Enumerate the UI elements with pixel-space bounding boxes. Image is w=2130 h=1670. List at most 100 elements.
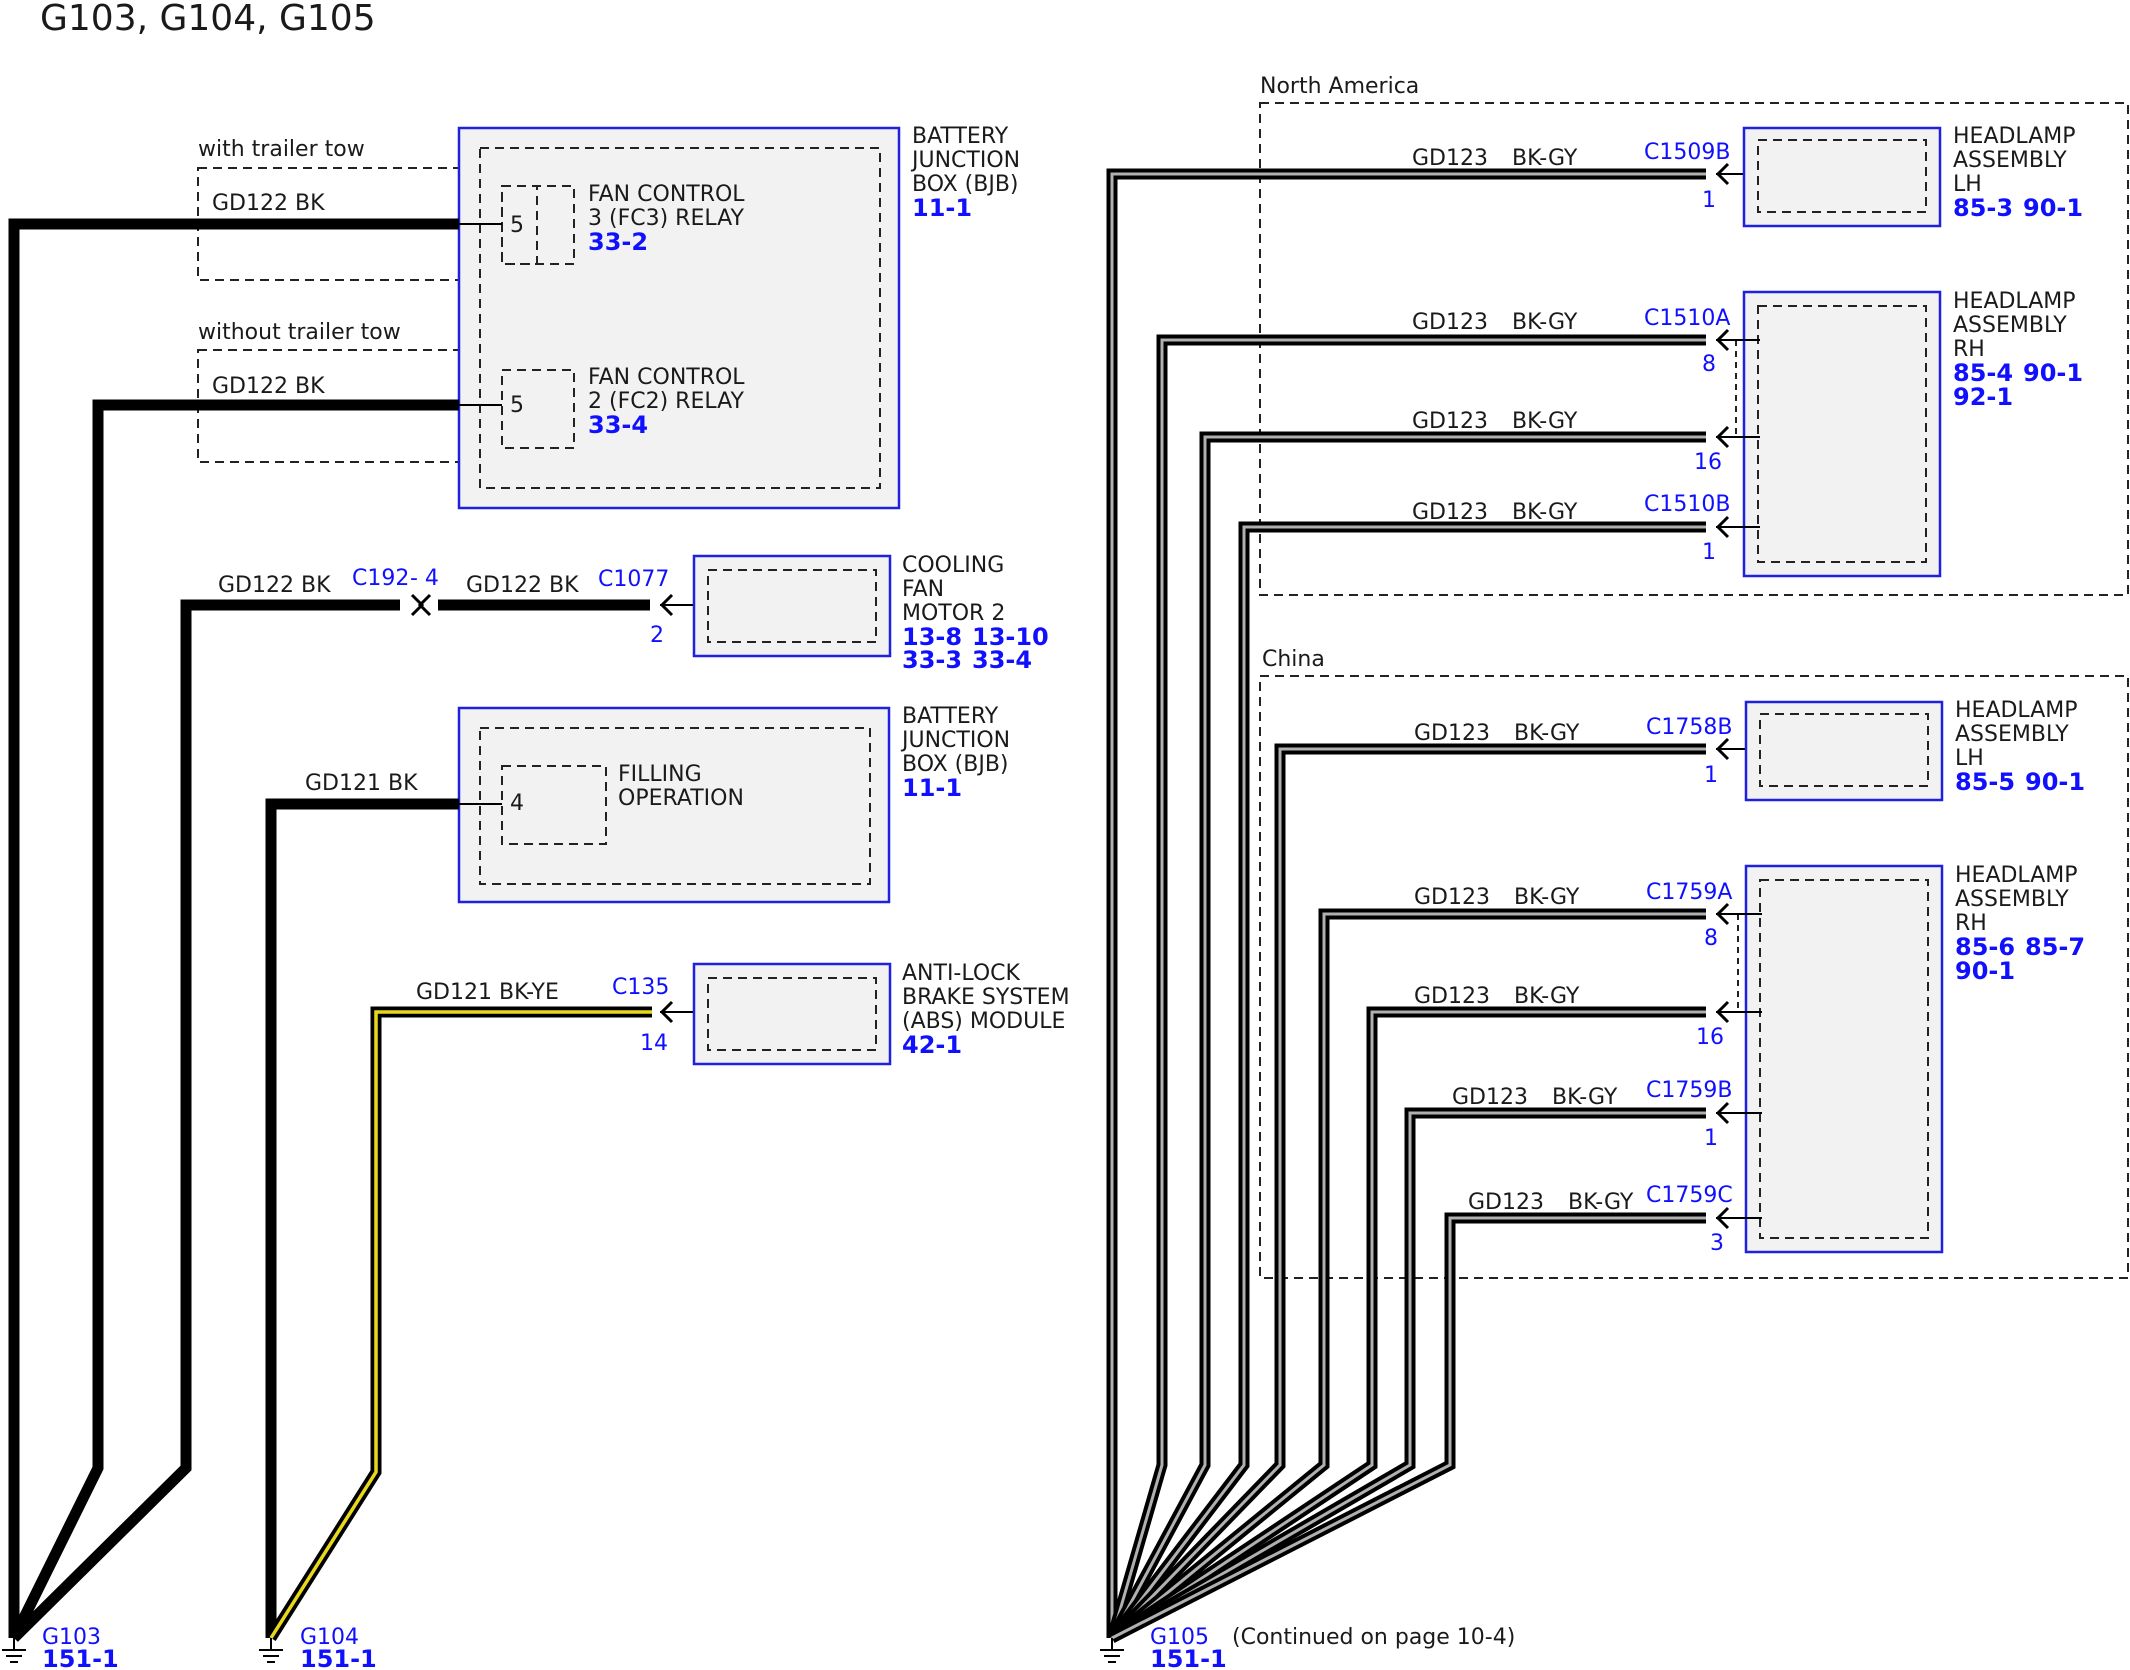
cn-rh-pin-16: 16 <box>1696 1025 1724 1050</box>
option-label-china: China <box>1262 647 1325 672</box>
cn-lh-ref-90-1[interactable]: 90-1 <box>2025 768 2085 796</box>
headlamp-rh-china[interactable] <box>1737 864 1944 1254</box>
fan-label-3: MOTOR 2 <box>902 601 1005 626</box>
ground-g105-ref[interactable]: 151-1 <box>1150 1645 1227 1670</box>
page-title: G103, G104, G105 <box>40 0 376 39</box>
connector-c1759c[interactable]: C1759C <box>1646 1183 1733 1208</box>
wire-label-gd123-4: GD123 <box>1412 500 1488 525</box>
cn-lh-label-3: LH <box>1955 746 1984 771</box>
filling-pin: 4 <box>510 791 524 816</box>
battery-junction-box-1[interactable] <box>457 126 901 510</box>
connector-c1758b[interactable]: C1758B <box>1646 715 1732 740</box>
fc2-label-2: 2 (FC2) RELAY <box>588 389 744 414</box>
na-rh-label-1: HEADLAMP <box>1953 289 2076 314</box>
wire-color-6: BK-GY <box>1514 885 1580 910</box>
fc3-ref[interactable]: 33-2 <box>588 228 648 256</box>
bjb1-label-1: BATTERY <box>912 124 1009 149</box>
wire-gd122-fan <box>10 599 400 1642</box>
na-rh-ref-90-1[interactable]: 90-1 <box>2023 359 2083 387</box>
fan-ref-13-8[interactable]: 13-8 <box>902 623 962 651</box>
wire-label-gd123-2: GD123 <box>1412 310 1488 335</box>
headlamp-lh-china[interactable] <box>1744 700 1944 802</box>
na-rh-ref-85-4[interactable]: 85-4 <box>1953 359 2013 387</box>
wire-label-gd122-c: GD122 BK <box>218 573 331 598</box>
filling-label-1: FILLING <box>618 762 702 787</box>
fc2-label-1: FAN CONTROL <box>588 365 745 390</box>
fan-ref-33-4[interactable]: 33-4 <box>972 646 1032 674</box>
wire-color-1: BK-GY <box>1512 146 1578 171</box>
cn-rh-pin-3: 3 <box>1710 1231 1724 1256</box>
connector-c1510a[interactable]: C1510A <box>1644 306 1730 331</box>
headlamp-lh-north-america[interactable] <box>1742 126 1942 228</box>
wire-label-gd121: GD121 BK <box>305 771 418 796</box>
ground-g105[interactable]: G105 <box>1150 1625 1209 1650</box>
cn-rh-ref-85-7[interactable]: 85-7 <box>2025 933 2085 961</box>
fan-ref-33-3[interactable]: 33-3 <box>902 646 962 674</box>
fc3-pin: 5 <box>510 213 524 238</box>
wire-color-8: BK-GY <box>1552 1085 1618 1110</box>
cn-rh-pin-1: 1 <box>1704 1126 1718 1151</box>
abs-pin: 14 <box>640 1031 668 1056</box>
fc3-label-1: FAN CONTROL <box>588 182 745 207</box>
na-rh-pin-16: 16 <box>1694 450 1722 475</box>
fan-label-2: FAN <box>902 577 944 602</box>
gd123-wire-bundle <box>1106 168 1706 1643</box>
fan-ref-13-10[interactable]: 13-10 <box>972 623 1049 651</box>
fc3-label-2: 3 (FC3) RELAY <box>588 206 744 231</box>
abs-label-2: BRAKE SYSTEM <box>902 985 1070 1010</box>
abs-module[interactable] <box>692 962 892 1066</box>
fc2-ref[interactable]: 33-4 <box>588 411 648 439</box>
connector-c1077[interactable]: C1077 <box>598 567 669 592</box>
ground-g103[interactable]: G103 <box>42 1625 101 1650</box>
connector-c135[interactable]: C135 <box>612 975 669 1000</box>
wire-label-gd121-bkye: GD121 BK-YE <box>416 980 559 1005</box>
wire-label-gd122-d: GD122 BK <box>466 573 579 598</box>
ground-g105-icon <box>1100 1638 1124 1663</box>
wire-gd122-fc3 <box>8 218 459 1638</box>
cn-rh-ref-85-6[interactable]: 85-6 <box>1955 933 2015 961</box>
bjb2-label-2: JUNCTION <box>900 728 1010 753</box>
na-lh-ref-90-1[interactable]: 90-1 <box>2023 194 2083 222</box>
cn-rh-label-3: RH <box>1955 911 1987 936</box>
na-rh-label-2: ASSEMBLY <box>1953 313 2067 338</box>
na-rh-pin-1: 1 <box>1702 540 1716 565</box>
wire-label-gd123-7: GD123 <box>1414 984 1490 1009</box>
ground-g104-ref[interactable]: 151-1 <box>300 1645 377 1670</box>
fan-label-1: COOLING <box>902 553 1004 578</box>
headlamp-rh-north-america[interactable] <box>1735 290 1942 578</box>
na-lh-pin: 1 <box>1702 188 1716 213</box>
bjb1-ref[interactable]: 11-1 <box>912 194 972 222</box>
ground-g104-icon <box>259 1638 283 1663</box>
continued-note: (Continued on page 10-4) <box>1232 1625 1515 1650</box>
battery-junction-box-2[interactable] <box>457 706 891 904</box>
fc2-pin: 5 <box>510 393 524 418</box>
connector-c192[interactable]: C192 <box>352 566 409 591</box>
ground-g103-ref[interactable]: 151-1 <box>42 1645 119 1670</box>
na-rh-label-3: RH <box>1953 337 1985 362</box>
connector-c1510b[interactable]: C1510B <box>1644 492 1730 517</box>
na-lh-ref-85-3[interactable]: 85-3 <box>1953 194 2013 222</box>
cn-lh-ref-85-5[interactable]: 85-5 <box>1955 768 2015 796</box>
wire-label-gd123-5: GD123 <box>1414 721 1490 746</box>
abs-label-3: (ABS) MODULE <box>902 1009 1065 1034</box>
connector-c192-pin: - 4 <box>410 566 439 591</box>
bjb1-label-3: BOX (BJB) <box>912 172 1019 197</box>
wire-gd122-fc2 <box>9 399 459 1641</box>
cn-lh-label-2: ASSEMBLY <box>1955 722 2069 747</box>
abs-ref[interactable]: 42-1 <box>902 1031 962 1059</box>
cooling-fan-motor-2[interactable] <box>692 554 892 658</box>
connector-c1759a[interactable]: C1759A <box>1646 880 1732 905</box>
wire-label-gd123-1: GD123 <box>1412 146 1488 171</box>
na-lh-label-1: HEADLAMP <box>1953 124 2076 149</box>
na-rh-pin-8: 8 <box>1702 352 1716 377</box>
wire-label-gd123-9: GD123 <box>1468 1190 1544 1215</box>
abs-label-1: ANTI-LOCK <box>902 961 1021 986</box>
na-rh-ref-92-1[interactable]: 92-1 <box>1953 383 2013 411</box>
cn-rh-ref-90-1[interactable]: 90-1 <box>1955 957 2015 985</box>
connector-c1759b[interactable]: C1759B <box>1646 1078 1732 1103</box>
wire-color-2: BK-GY <box>1512 310 1578 335</box>
bjb1-label-2: JUNCTION <box>910 148 1020 173</box>
bjb2-ref[interactable]: 11-1 <box>902 774 962 802</box>
connector-c1509b[interactable]: C1509B <box>1644 140 1730 165</box>
ground-g104[interactable]: G104 <box>300 1625 359 1650</box>
